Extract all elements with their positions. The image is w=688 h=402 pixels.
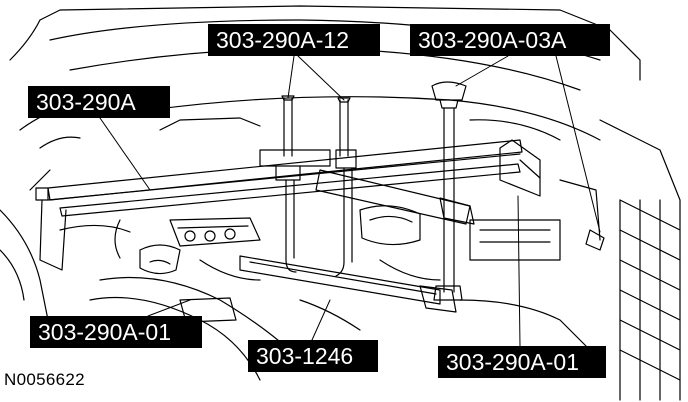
callout-303-290A-12: 303-290A-12 bbox=[208, 24, 380, 56]
cross-arm bbox=[315, 169, 475, 225]
right-support-foot bbox=[499, 139, 541, 197]
threaded-rods bbox=[259, 95, 357, 277]
callout-303-290A: 303-290A bbox=[28, 86, 170, 118]
lower-bar bbox=[239, 255, 457, 313]
support-crossbar bbox=[35, 139, 523, 271]
callout-303-290A-01-right: 303-290A-01 bbox=[438, 346, 606, 378]
callout-303-1246: 303-1246 bbox=[248, 340, 378, 372]
fender-grille bbox=[599, 119, 681, 401]
callout-303-290A-01-left: 303-290A-01 bbox=[30, 316, 202, 348]
figure-id: N0056622 bbox=[4, 370, 85, 389]
handle-rod bbox=[431, 81, 467, 301]
leader-lines bbox=[99, 55, 601, 347]
left-fender bbox=[0, 169, 131, 331]
callout-303-290A-03A: 303-290A-03A bbox=[410, 24, 610, 56]
